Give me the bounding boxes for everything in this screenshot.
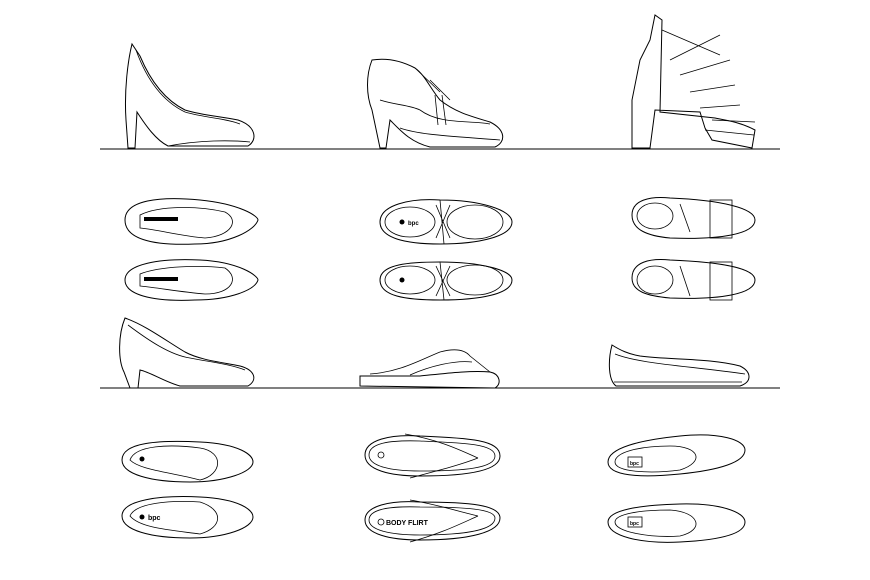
insole-logo-text: BODY FLIRT xyxy=(386,520,429,527)
insole-logo-text: bpc xyxy=(630,521,639,527)
platform-sandal-top-view-right xyxy=(631,259,756,301)
platform-sandal-side-view xyxy=(631,14,756,149)
insole-logo-text: bpc xyxy=(408,221,419,227)
flip-flop-top-view-left xyxy=(364,433,501,479)
lace-up-bootie-top-view-right xyxy=(379,261,513,301)
ballet-flat-top-view-left: bpc xyxy=(607,434,746,477)
flip-flop-side-view xyxy=(359,349,500,389)
lace-up-bootie-top-view-left: bpc xyxy=(379,199,513,245)
insole-logo xyxy=(144,217,178,221)
kitten-heel-pump-top-view-right: bpc xyxy=(121,496,254,539)
insole-logo-text: bpc xyxy=(630,461,639,467)
platform-sandal-top-view-left xyxy=(631,197,756,239)
stiletto-pump-side-view xyxy=(124,42,255,149)
ballet-flat-side-view xyxy=(608,344,750,387)
lace-up-bootie-side-view xyxy=(367,58,504,149)
kitten-heel-pump-side-view xyxy=(119,317,255,389)
stiletto-pump-top-view-right xyxy=(124,259,259,301)
insole-logo xyxy=(144,277,178,281)
stiletto-pump-top-view-left xyxy=(124,198,259,245)
ballet-flat-top-view-right: bpc xyxy=(607,503,746,543)
insole-logo-text: bpc xyxy=(148,515,161,522)
kitten-heel-pump-top-view-left xyxy=(121,440,254,483)
flip-flop-top-view-right: BODY FLIRT xyxy=(364,499,501,543)
